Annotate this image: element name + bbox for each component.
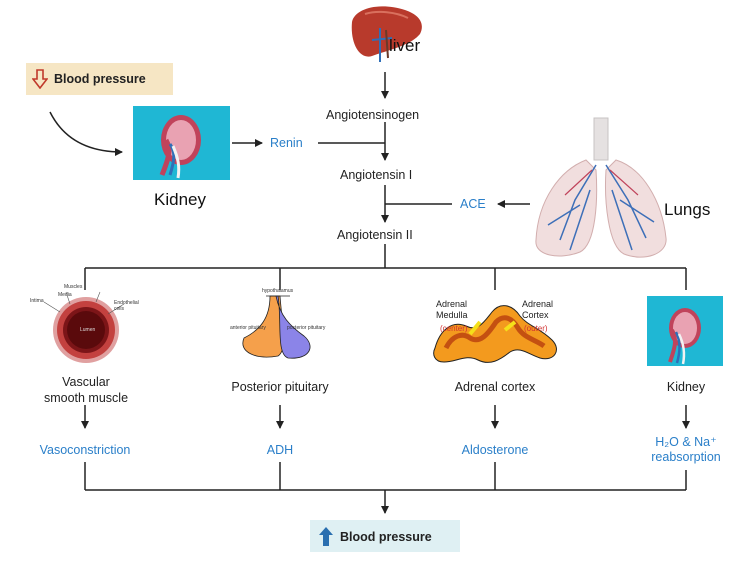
effect-adh: ADH	[266, 443, 294, 457]
angiotensin-2-label: Angiotensin II	[337, 228, 413, 242]
lungs-label: Lungs	[664, 200, 711, 219]
pituitary-label-hypothalamus: hypothalamus	[262, 288, 294, 294]
adrenal-cortex-label-small: Adrenal Cortex	[522, 299, 554, 320]
angiotensinogen-label: Angiotensinogen	[326, 108, 420, 122]
blood-pressure-high-label: Blood pressure	[340, 530, 432, 544]
up-arrow-icon	[319, 527, 333, 546]
adrenal-cortex-icon	[433, 305, 557, 363]
renin-label: Renin	[270, 136, 303, 150]
ace-label: ACE	[460, 197, 486, 211]
angiotensin-1-label: Angiotensin I	[340, 168, 413, 182]
target-name-adrenal: Adrenal cortex	[454, 380, 536, 394]
vessel-label-endothelial: Endothelial cells	[114, 300, 139, 312]
kidney-bottom-icon	[647, 296, 723, 366]
pituitary-label-anterior: anterior pituitary	[230, 325, 266, 331]
lungs-icon	[535, 117, 667, 258]
kidney-top-label: Kidney	[154, 190, 206, 209]
posterior-pituitary-icon	[242, 295, 311, 359]
down-arrow-icon	[32, 69, 48, 89]
vessel-label-muscles: Muscles	[64, 284, 83, 290]
vessel-label-media: Media	[58, 292, 72, 298]
vessel-label-intima: Intima	[30, 298, 44, 304]
adrenal-cortex-note: (outer)	[524, 324, 548, 333]
effect-vasoconstriction: Vasoconstriction	[39, 443, 131, 457]
pituitary-label-posterior: posterior pituitary	[287, 325, 326, 331]
liver-icon	[351, 6, 422, 62]
adrenal-medulla-label: Adrenal Medulla	[436, 299, 468, 320]
vascular-smooth-muscle-icon	[43, 291, 125, 363]
blood-pressure-low-label: Blood pressure	[54, 72, 146, 86]
vessel-label-lumen: Lumen	[80, 327, 96, 333]
header-to-kidney-arrow	[49, 111, 123, 156]
adrenal-medulla-note: (center)	[440, 324, 468, 333]
kidney-top-icon	[133, 106, 230, 180]
effect-reabsorption: H₂O & Na⁺ reabsorption	[651, 435, 721, 464]
target-name-kidney: Kidney	[666, 380, 706, 394]
liver-label: liver	[389, 36, 421, 55]
blood-pressure-low-box	[26, 63, 173, 95]
effect-aldosterone: Aldosterone	[461, 443, 529, 457]
target-name-vascular: Vascular smooth muscle	[43, 375, 129, 405]
target-name-pituitary: Posterior pituitary	[231, 380, 329, 394]
blood-pressure-high-box	[310, 520, 460, 552]
